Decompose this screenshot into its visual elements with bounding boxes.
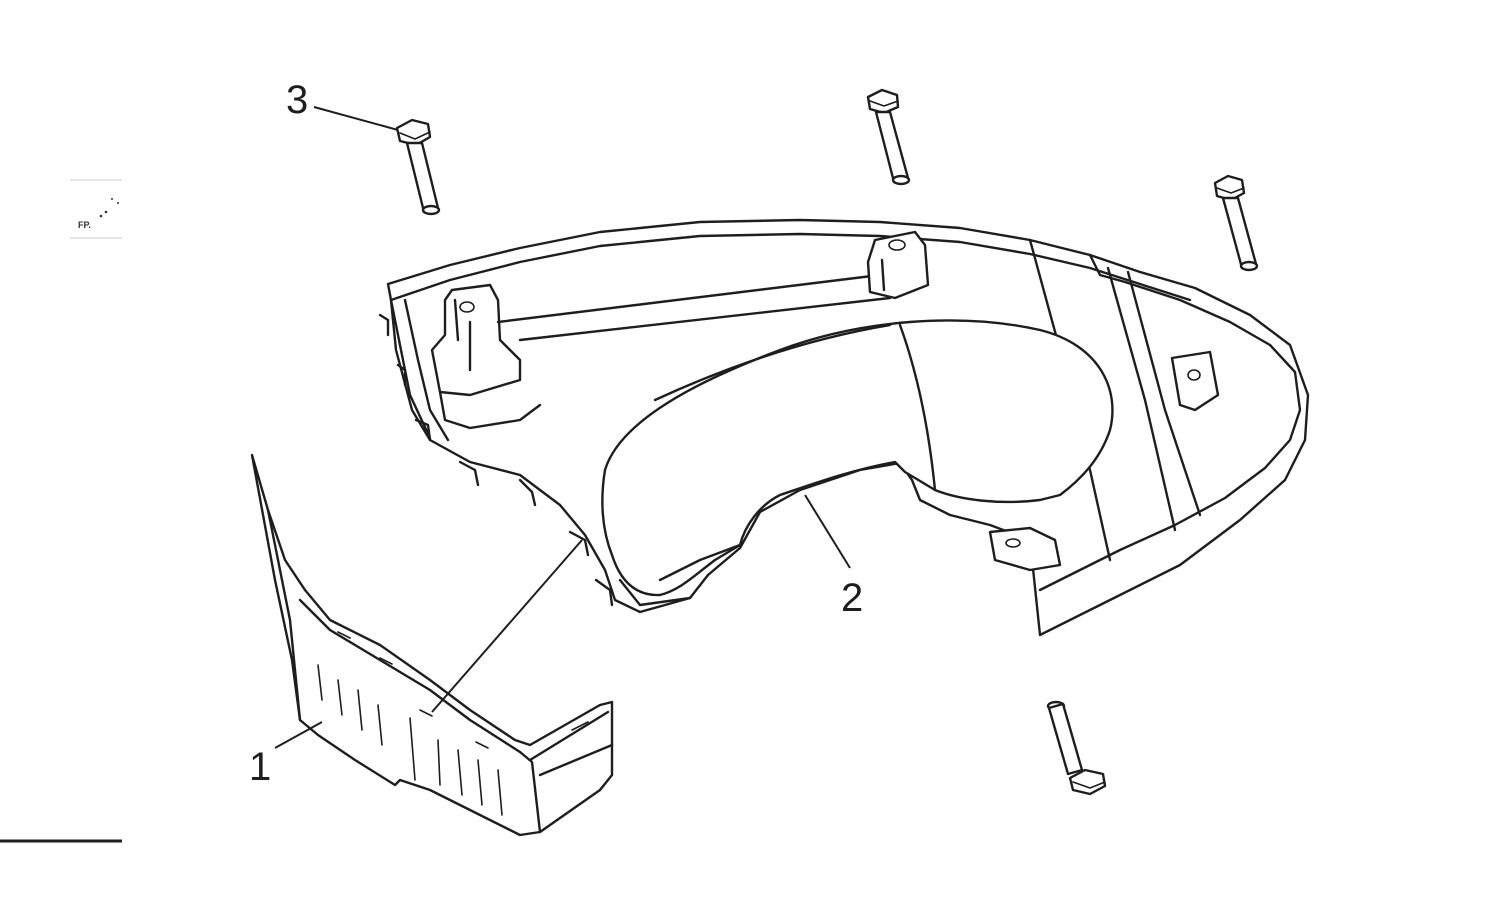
part-3-bolt-c [1213, 174, 1259, 272]
part-1-mud-flap [250, 453, 614, 837]
part-2-inner-fender [378, 218, 1310, 637]
callout-3: 3 [286, 78, 308, 122]
part-3-bolt-d [1046, 700, 1107, 796]
callout-1: 1 [249, 745, 271, 789]
leader-line-1-b [431, 539, 583, 713]
leader-line-3 [313, 106, 399, 131]
margin-mark-text: FP. [78, 220, 91, 230]
part-3-bolt-a [395, 118, 441, 216]
leader-line-2 [804, 494, 851, 569]
margin-mark: FP. [70, 179, 122, 239]
leader-line-1 [274, 721, 323, 749]
part-3-bolt-b [866, 88, 911, 186]
callout-2: 2 [841, 576, 863, 620]
